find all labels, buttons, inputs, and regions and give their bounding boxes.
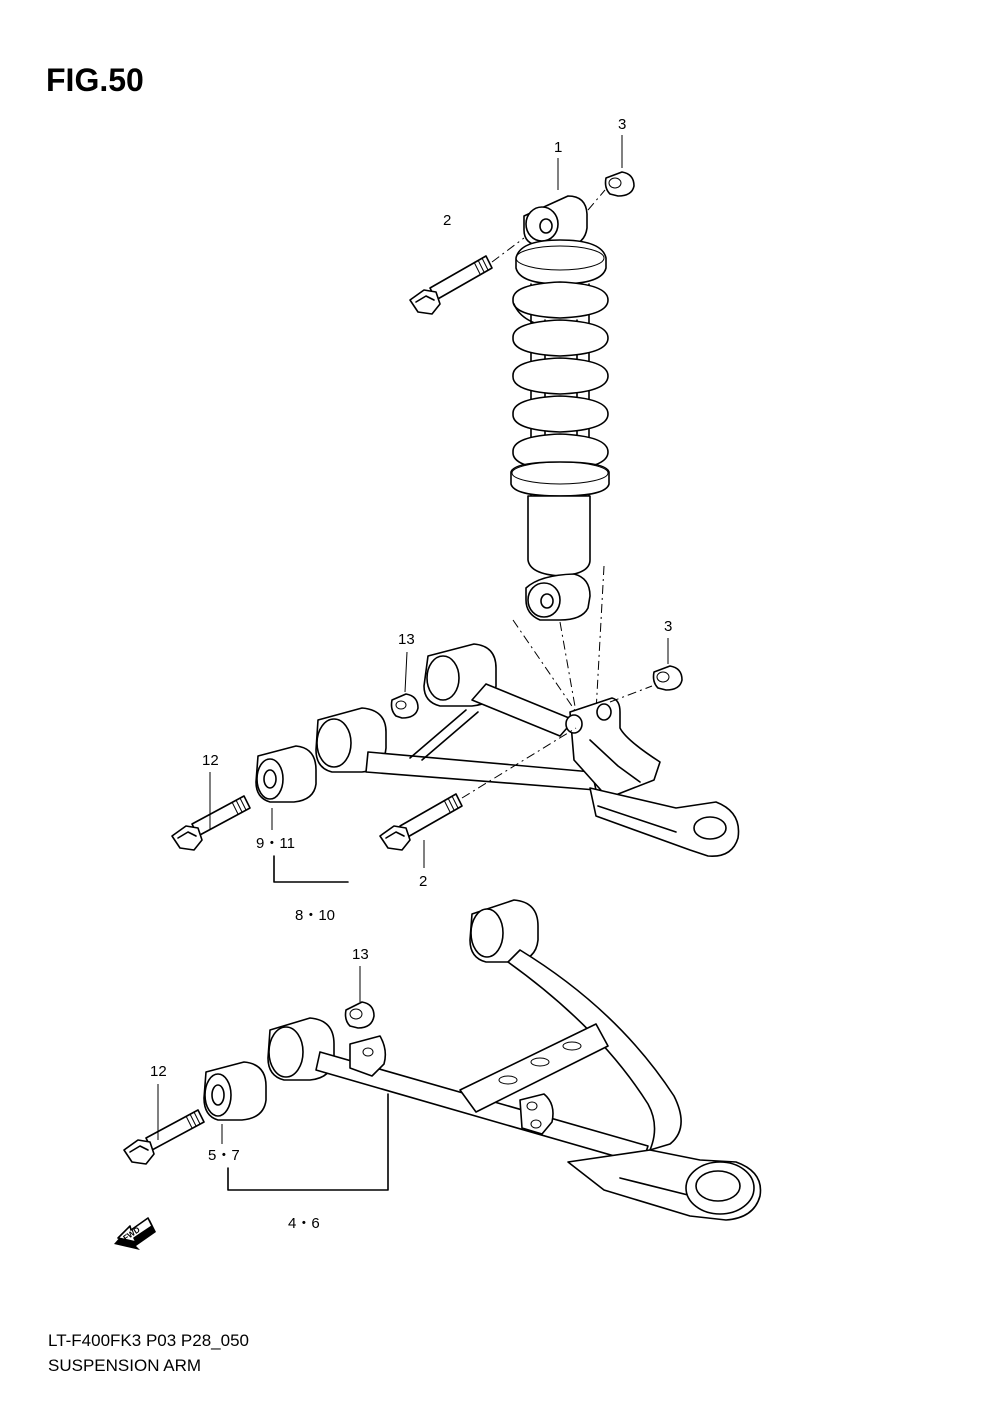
callout-upper-arm-bushing: 9・11 (256, 835, 295, 852)
figure-title: FIG.50 (46, 62, 144, 98)
lower-arm (267, 899, 762, 1221)
shock-lower-nut (652, 665, 683, 691)
callout-lower-arm-bolt: 12 (150, 1063, 167, 1080)
callout-lower-arm-washer: 13 (352, 946, 369, 963)
callout-upper-arm-bolt: 12 (202, 752, 219, 769)
lower-arm-assy-bracket (227, 1093, 389, 1191)
model-code: LT-F400FK3 P03 P28_050 (48, 1331, 249, 1350)
callout-lower-arm-assy: 4・6 (288, 1215, 320, 1232)
upper-arm (315, 643, 740, 857)
shock-absorber (510, 195, 610, 713)
lower-arm-washer (344, 1001, 375, 1029)
shock-lower-bolt (379, 793, 463, 851)
callout-shock-upper-bolt: 2 (443, 212, 452, 229)
callout-upper-arm-assy: 8・10 (295, 907, 336, 924)
callout-shock-absorber: 1 (554, 139, 563, 156)
forward-arrow-icon: FWD (114, 1217, 156, 1250)
shock-upper-nut (587, 171, 635, 211)
upper-arm-assy-bracket (273, 855, 349, 883)
upper-arm-bushing (255, 745, 317, 803)
callout-lower-arm-bushing: 5・7 (208, 1147, 240, 1164)
lower-arm-bolt (123, 1109, 205, 1165)
leader-lines (157, 135, 669, 1144)
callout-shock-lower-nut: 3 (664, 618, 673, 635)
callout-shock-lower-bolt: 2 (419, 873, 428, 890)
upper-arm-washer (390, 693, 419, 719)
shock-upper-bolt (409, 237, 525, 315)
lower-arm-bushing (203, 1061, 267, 1121)
section-name: SUSPENSION ARM (48, 1356, 202, 1375)
callout-shock-upper-nut: 3 (618, 116, 627, 133)
upper-arm-bolt (171, 795, 251, 851)
callout-upper-arm-washer: 13 (398, 631, 415, 648)
